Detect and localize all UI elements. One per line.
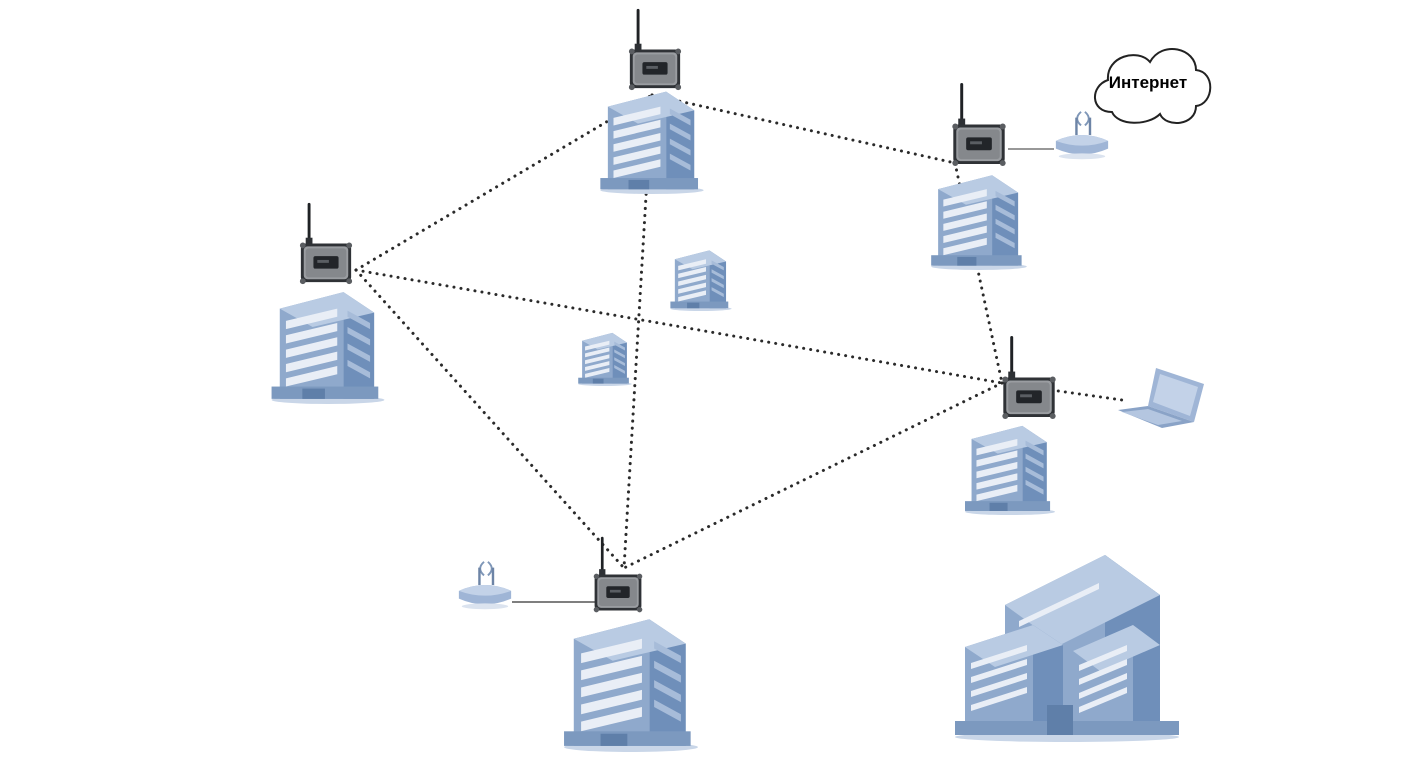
mesh-node-icon (299, 202, 353, 285)
office-building (271, 292, 385, 404)
wireless-link (354, 268, 626, 570)
small-building (670, 250, 732, 311)
wireless-link (953, 161, 1004, 385)
mesh-node-icon (952, 83, 1006, 167)
laptop-icon (1118, 368, 1204, 428)
office-building (965, 425, 1055, 516)
office-building (564, 619, 698, 752)
wifi-router-icon (457, 560, 513, 611)
wifi-router-icon (1054, 110, 1110, 161)
mesh-node-icon (628, 8, 682, 91)
internet-cloud-label: Интернет (1109, 73, 1187, 92)
internet-cloud-icon: Интернет (1094, 47, 1212, 125)
mesh-node-icon (1002, 336, 1056, 420)
wireless-link (622, 381, 1004, 570)
small-building (578, 332, 632, 386)
wireless-link (354, 93, 654, 272)
office-building (931, 175, 1027, 270)
mesh-node-icon (593, 536, 643, 613)
office-building (600, 91, 704, 194)
large-office-complex (955, 555, 1179, 742)
wireless-link (650, 93, 957, 165)
wireless-link (354, 268, 1004, 385)
